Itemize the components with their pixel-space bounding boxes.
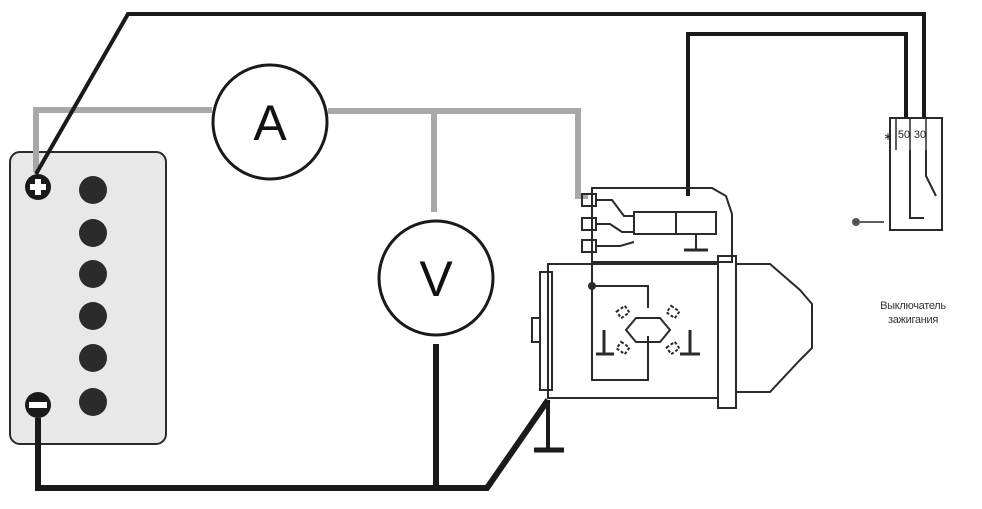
- battery-cell: [79, 302, 107, 330]
- starter-motor: [531, 187, 813, 409]
- battery-to-switch-cable: [34, 12, 926, 175]
- motor-flange: [717, 255, 737, 409]
- battery-negative-terminal: [25, 392, 51, 418]
- ammeter-lead-left: [33, 107, 212, 172]
- motor-housing: [547, 263, 719, 399]
- voltmeter-label: V: [419, 251, 453, 307]
- heavy-wires: [34, 12, 926, 491]
- ignition-switch: [852, 117, 943, 231]
- ammeter: A: [211, 63, 329, 181]
- battery-cell: [79, 260, 107, 288]
- solenoid-terminals: [581, 193, 635, 253]
- ammeter-label: A: [253, 95, 287, 151]
- switch-to-solenoid-wire: [686, 32, 908, 196]
- terminal-label-50: 50: [898, 129, 910, 141]
- ignition-switch-caption: Выключатель зажигания: [858, 299, 968, 327]
- terminal-label-star: ∗: [883, 131, 892, 143]
- battery: [9, 151, 167, 445]
- ammeter-lead-right: [328, 108, 588, 199]
- battery-body: [9, 151, 167, 445]
- solenoid-coil-left: [633, 211, 677, 235]
- ignition-switch-body: [889, 117, 943, 231]
- voltmeter: V: [377, 219, 495, 337]
- ground-cable: [35, 398, 551, 491]
- ground-symbol: [534, 400, 564, 453]
- battery-cell: [79, 388, 107, 416]
- field-wiring: [588, 262, 700, 381]
- battery-positive-terminal: [25, 174, 51, 200]
- brush-end-cap: [539, 271, 553, 391]
- battery-cell: [79, 219, 107, 247]
- battery-cell: [79, 176, 107, 204]
- armature: [615, 304, 681, 356]
- battery-cell: [79, 344, 107, 372]
- caption-line-1: Выключатель: [880, 300, 946, 312]
- battery-cells: [79, 176, 107, 416]
- solenoid-coil-right: [675, 211, 717, 235]
- terminal-label-30: 30: [914, 129, 926, 141]
- drive-end-housing: [736, 263, 813, 393]
- ignition-key-icon: [852, 218, 884, 226]
- caption-line-2: зажигания: [887, 314, 939, 326]
